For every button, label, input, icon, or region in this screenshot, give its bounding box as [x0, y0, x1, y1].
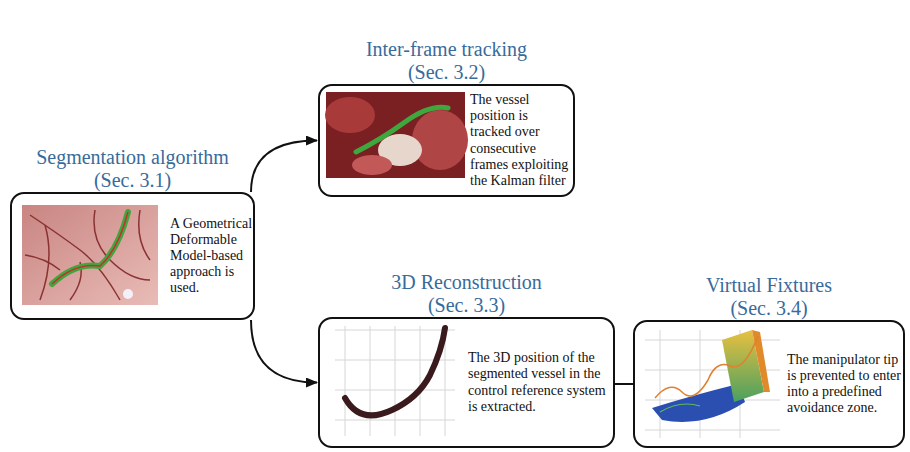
- tissue: [412, 110, 468, 170]
- plot-grid: [335, 326, 455, 436]
- avoidance-surface-edge: [752, 330, 770, 392]
- avoidance-surface: [652, 384, 745, 422]
- step-heading: Inter-frame tracking (Sec. 3.2): [352, 38, 542, 83]
- vein: [139, 210, 150, 260]
- grid-line: [395, 326, 396, 436]
- vessel-branches: [25, 210, 150, 300]
- tissue: [352, 155, 392, 175]
- step-description: The 3D position of the segmented vessel …: [468, 350, 610, 414]
- step-box: Segmentation algorithm (Sec. 3.1)A Geome…: [10, 192, 255, 320]
- vein: [94, 210, 150, 280]
- step-heading: Segmentation algorithm (Sec. 3.1): [23, 146, 243, 191]
- step-description: The vessel position is tracked over cons…: [470, 92, 572, 189]
- step-box: Virtual Fixtures (Sec. 3.4)The manipulat…: [633, 320, 905, 448]
- grid-line: [700, 330, 701, 438]
- flow-arrow: [251, 141, 317, 193]
- vessel-centerline: [52, 212, 128, 284]
- grid-line: [420, 326, 421, 436]
- tip-trajectory: [655, 336, 758, 398]
- grid-line: [370, 326, 371, 436]
- connector-line: [615, 383, 633, 385]
- vein: [25, 255, 60, 270]
- grid-line: [345, 326, 346, 436]
- step-box: Inter-frame tracking (Sec. 3.2)The vesse…: [318, 84, 575, 197]
- step-heading: Virtual Fixtures (Sec. 3.4): [689, 274, 849, 319]
- tissue: [325, 97, 375, 133]
- reconstructed-vessel: [345, 328, 445, 415]
- flow-arrow: [251, 320, 317, 383]
- grid-line: [645, 430, 780, 431]
- step-description: A Geometrical Deformable Model-based app…: [170, 216, 260, 296]
- step-heading: 3D Reconstruction (Sec. 3.3): [374, 271, 559, 316]
- light-reflection: [123, 289, 133, 299]
- step-description: The manipulator tip is prevented to ente…: [787, 352, 901, 416]
- step-box: 3D Reconstruction (Sec. 3.3)The 3D posit…: [318, 317, 615, 448]
- tip-trajectory: [660, 404, 700, 412]
- tracked-vessel: [356, 107, 448, 152]
- segmented-vessel: [52, 212, 128, 284]
- retina-image: [22, 205, 158, 305]
- grid-line: [660, 330, 661, 438]
- plot-grid: [645, 330, 780, 438]
